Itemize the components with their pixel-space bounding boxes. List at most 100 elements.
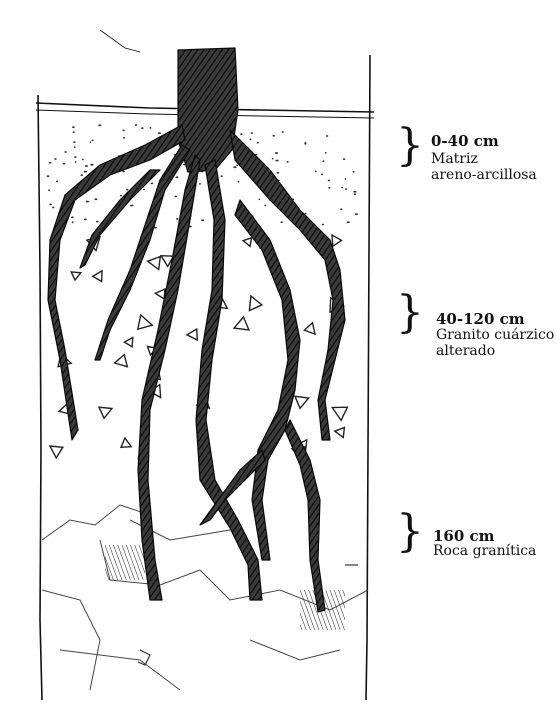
matrix-dot <box>345 188 347 190</box>
quartz-fragment <box>234 317 249 330</box>
matrix-dot <box>86 201 89 203</box>
matrix-dot <box>328 180 330 182</box>
matrix-dot <box>326 135 328 137</box>
layer-2-brace: } <box>396 291 424 335</box>
matrix-dot <box>343 158 345 160</box>
matrix-dot <box>73 141 76 143</box>
matrix-dot <box>158 132 161 134</box>
matrix-dot <box>315 170 317 172</box>
matrix-dot <box>74 156 76 158</box>
matrix-dot <box>304 143 306 145</box>
layer-3-line-1: Roca granítica <box>433 543 536 559</box>
layer-2-description: Granito cuárzico alterado <box>436 327 554 359</box>
matrix-dot <box>120 195 122 197</box>
matrix-dot <box>135 124 138 126</box>
layer-2-line-1: Granito cuárzico <box>436 327 554 343</box>
matrix-dot <box>353 191 356 193</box>
matrix-dot <box>328 187 330 189</box>
quartz-fragment <box>335 428 345 438</box>
matrix-dot <box>84 219 87 221</box>
matrix-dot <box>81 174 83 176</box>
matrix-dot <box>275 152 279 154</box>
layer-3-brace: } <box>396 510 424 554</box>
matrix-dot <box>151 183 154 185</box>
layer-1-description: Matriz areno-arcillosa <box>431 151 537 183</box>
matrix-dot <box>201 219 204 221</box>
matrix-dot <box>277 172 280 174</box>
matrix-dot <box>56 181 58 183</box>
matrix-dot <box>72 221 74 223</box>
matrix-dot <box>47 175 50 177</box>
matrix-dot <box>72 126 75 128</box>
matrix-dot <box>240 133 242 135</box>
matrix-dot <box>126 189 128 191</box>
layer-1-brace: } <box>396 124 424 168</box>
matrix-dot <box>264 205 266 207</box>
matrix-dot <box>123 137 125 139</box>
matrix-dot <box>249 138 251 140</box>
matrix-dot <box>74 146 76 148</box>
matrix-dot <box>85 165 88 167</box>
matrix-dot <box>49 162 52 164</box>
matrix-dot <box>82 159 84 161</box>
matrix-dot <box>275 160 278 162</box>
matrix-dot <box>175 176 178 178</box>
matrix-dot <box>122 130 124 132</box>
matrix-dot <box>174 196 177 198</box>
matrix-dot <box>52 207 54 209</box>
quartz-fragment <box>187 329 197 340</box>
quartz-fragment <box>99 407 112 418</box>
quartz-fragment <box>148 257 161 270</box>
matrix-dot <box>90 141 92 143</box>
layer-1-line-1: Matriz <box>431 151 537 167</box>
quartz-fragment <box>155 289 165 299</box>
matrix-dot <box>143 189 145 191</box>
matrix-dot <box>257 142 259 144</box>
matrix-dot <box>141 127 144 129</box>
layer-1-depth: 0-40 cm <box>431 132 499 150</box>
quartz-fragment <box>249 296 262 311</box>
matrix-dot <box>259 198 261 200</box>
matrix-dot <box>236 164 238 166</box>
matrix-dot <box>282 131 284 133</box>
matrix-dot <box>354 193 356 195</box>
matrix-dot <box>73 131 75 133</box>
matrix-dot <box>94 198 97 200</box>
matrix-dot <box>150 127 152 129</box>
matrix-dot <box>98 124 101 126</box>
matrix-dot <box>233 166 236 168</box>
matrix-dot <box>96 221 99 223</box>
quartz-fragment <box>93 271 102 282</box>
layer-2-line-2: alterado <box>436 343 554 359</box>
matrix-dot <box>325 152 327 154</box>
quartz-fragment <box>332 235 342 246</box>
matrix-dot <box>221 175 223 177</box>
matrix-dot <box>321 174 323 176</box>
layer-3-description: Roca granítica <box>433 543 536 559</box>
matrix-dot <box>64 151 67 153</box>
quartz-fragment <box>121 438 131 447</box>
matrix-dot <box>176 218 179 220</box>
matrix-dot <box>48 189 50 191</box>
matrix-dot <box>199 183 201 185</box>
matrix-dot <box>345 178 347 180</box>
matrix-dot <box>63 163 66 165</box>
matrix-dot <box>84 171 88 173</box>
quartz-fragment <box>295 396 309 408</box>
matrix-dot <box>340 208 342 210</box>
quartz-fragment <box>304 323 315 334</box>
quartz-fragment <box>138 315 153 329</box>
quartz-fragment <box>115 355 128 367</box>
quartz-fragment <box>124 338 132 347</box>
matrix-dot <box>341 187 343 189</box>
quartz-fragment <box>332 407 347 420</box>
matrix-dot <box>272 135 275 137</box>
matrix-dot <box>92 140 94 142</box>
matrix-dot <box>90 164 93 166</box>
matrix-dot <box>49 204 52 206</box>
matrix-dot <box>75 161 77 163</box>
matrix-dot <box>355 213 358 215</box>
matrix-dot <box>272 158 274 160</box>
matrix-dot <box>322 224 324 226</box>
matrix-dot <box>130 205 133 207</box>
